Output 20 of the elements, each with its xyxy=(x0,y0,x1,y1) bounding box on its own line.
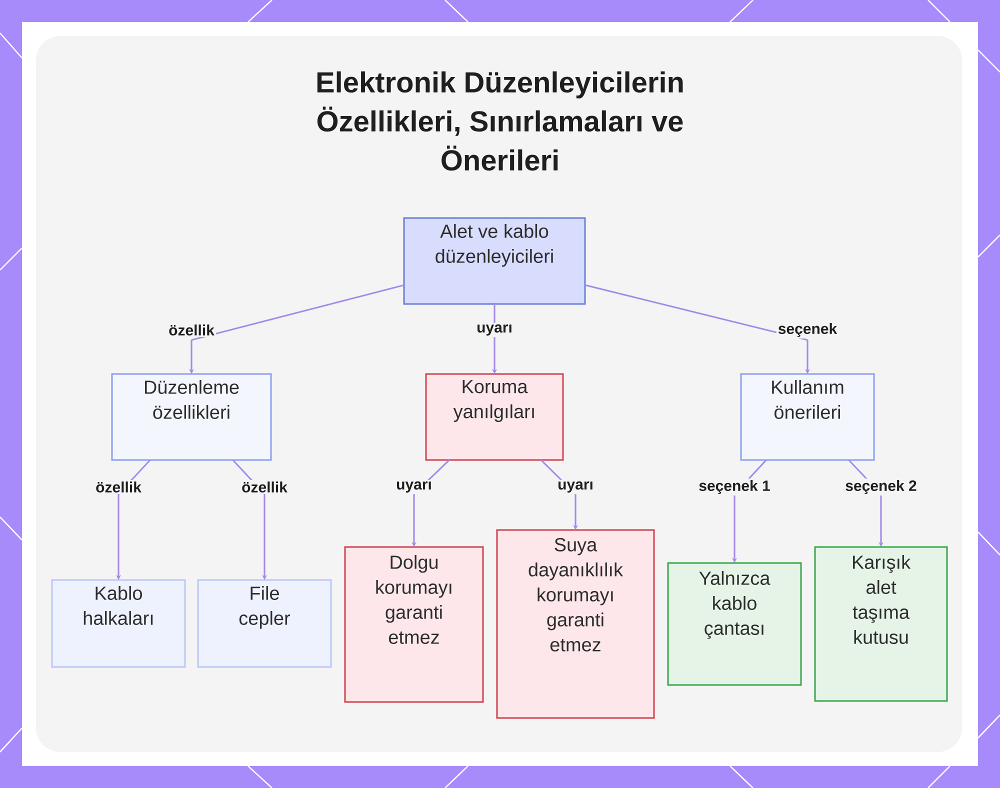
warning-box: Koruma yanılgıları xyxy=(425,373,564,461)
warning-box: Dolgu korumayı garanti etmez xyxy=(344,546,484,703)
edge-label: uyarı xyxy=(556,480,595,494)
option-box: Yalnızca kablo çantası xyxy=(667,562,802,686)
edge-label: özellik xyxy=(240,480,289,494)
edge-label: seçenek xyxy=(776,322,839,338)
edge-label: seçenek 1 xyxy=(697,478,772,496)
feature-box: Kablo halkaları xyxy=(51,579,186,668)
category-box: Kullanım önerileri xyxy=(740,373,875,461)
edge-label: uyarı xyxy=(394,480,434,494)
title: Elektronik Düzenleyicilerin Özellikleri, Sınırlamaları ve Önerileri xyxy=(317,71,683,171)
warning-box: Suya dayanıklılık korumayı garanti etmez xyxy=(496,529,655,719)
topic-box: Alet ve kablo düzenleyicileri xyxy=(403,217,586,305)
category-box: Düzenleme özellikleri xyxy=(111,373,272,461)
edge-label: özellik xyxy=(167,323,216,338)
feature-box: File cepler xyxy=(197,579,332,668)
option-box: Karışık alet taşıma kutusu xyxy=(814,546,948,702)
edge-label: seçenek 2 xyxy=(844,478,918,496)
edge-label: uyarı xyxy=(475,322,514,338)
edge-label: özellik xyxy=(94,480,143,494)
